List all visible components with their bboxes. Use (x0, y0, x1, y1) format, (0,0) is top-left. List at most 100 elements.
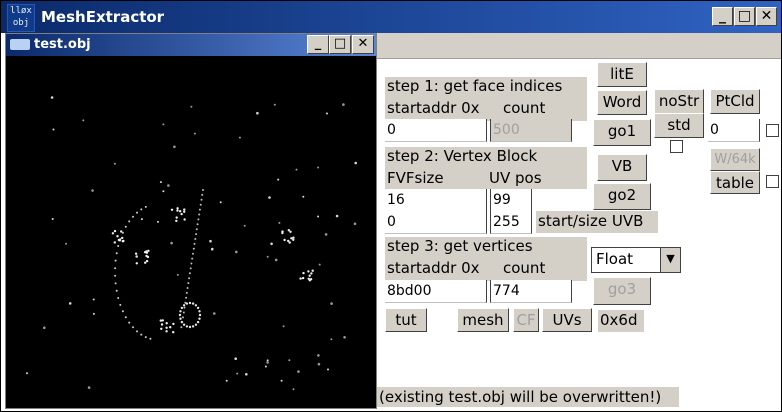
step1-count-input[interactable]: 500 (490, 119, 572, 142)
point (307, 270, 310, 273)
point (185, 296, 188, 299)
viewer-title: test.obj (34, 37, 91, 52)
point (287, 239, 290, 243)
point (266, 359, 269, 362)
point-cloud-canvas[interactable] (7, 57, 375, 407)
point (149, 337, 152, 340)
table-checkbox[interactable] (766, 175, 779, 188)
maximize-icon: □ (737, 8, 752, 24)
go3-button[interactable]: go3 (593, 277, 651, 305)
point (135, 255, 138, 258)
point (113, 241, 117, 244)
point (326, 112, 328, 115)
point (283, 238, 286, 242)
lite-button[interactable]: litE (597, 62, 647, 87)
ptcld-button[interactable]: PtCld (710, 89, 760, 114)
point (202, 189, 204, 191)
point (191, 302, 195, 305)
point (140, 208, 143, 211)
ptcld-checkbox[interactable] (766, 124, 779, 137)
nostr-button[interactable]: noStr (654, 89, 704, 114)
point-cloud-viewport[interactable] (7, 57, 375, 407)
point (301, 276, 305, 280)
point (282, 325, 285, 328)
point (198, 317, 201, 320)
vb-button[interactable]: VB (597, 154, 647, 181)
toolbar-strip (377, 33, 781, 59)
point (192, 252, 194, 255)
uvs-button[interactable]: UVs (542, 308, 592, 332)
title-bar[interactable]: lløx obj MeshExtractor _ □ ✕ (1, 1, 781, 33)
uvb-label: start/size UVB (536, 211, 658, 233)
step3-count-label: count (503, 259, 546, 277)
point (190, 105, 193, 108)
mesh-button[interactable]: mesh (457, 308, 509, 332)
step3-label: step 3: get vertices (387, 237, 533, 255)
point (183, 208, 186, 211)
point (330, 302, 333, 305)
chevron-down-icon[interactable]: ▼ (660, 248, 680, 272)
point (310, 272, 313, 275)
point (176, 207, 179, 210)
viewer-minimize-button[interactable]: _ (307, 35, 329, 54)
point (186, 287, 189, 289)
point (128, 220, 131, 223)
ptcld-input[interactable]: 0 (708, 119, 760, 142)
viewer-maximize-button[interactable]: □ (329, 35, 351, 54)
viewer-close-button[interactable]: ✕ (352, 35, 374, 54)
point (182, 304, 186, 307)
minimize-button[interactable]: _ (712, 7, 733, 26)
point (162, 190, 165, 193)
point (188, 325, 192, 329)
point (245, 373, 248, 376)
uvpos-label: UV pos (489, 169, 542, 187)
point (195, 233, 198, 236)
overwrite-warning: (existing test.obj will be overwritten!) (377, 387, 679, 407)
uvpos-input[interactable]: 99 (490, 189, 532, 212)
point (213, 312, 216, 315)
point (330, 338, 333, 341)
close-icon: ✕ (760, 8, 773, 24)
point (172, 331, 175, 334)
format-select[interactable]: Float ▼ (591, 247, 681, 273)
point (180, 306, 184, 310)
close-button[interactable]: ✕ (756, 7, 777, 26)
step1-startaddr-input[interactable]: 0 (385, 119, 487, 142)
tut-button[interactable]: tut (385, 308, 427, 332)
point (161, 319, 164, 322)
point (179, 310, 182, 313)
point (225, 379, 228, 382)
step2-label: step 2: Vertex Block (387, 147, 538, 165)
std-button[interactable]: std (654, 113, 704, 138)
go1-button[interactable]: go1 (593, 119, 651, 146)
point (343, 336, 346, 339)
point (281, 230, 284, 233)
point (52, 128, 55, 131)
step3-count-input[interactable]: 774 (490, 280, 572, 303)
uvb-start-input[interactable]: 0 (385, 211, 487, 234)
std-checkbox[interactable] (670, 140, 683, 153)
point (136, 211, 138, 214)
hex-readout: 0x6d (598, 310, 644, 332)
go2-button[interactable]: go2 (593, 183, 651, 210)
point (165, 330, 168, 333)
point (324, 233, 328, 236)
step3-startaddr-input[interactable]: 8bd00 (385, 280, 487, 303)
point (266, 255, 269, 258)
uvb-size-input[interactable]: 255 (490, 211, 532, 234)
client-area: test.obj _ □ ✕ step 1: get face indices … (1, 33, 781, 411)
fvf-input[interactable]: 16 (385, 189, 487, 212)
w64k-button[interactable]: W/64k (710, 148, 760, 171)
point (113, 162, 116, 165)
point (196, 223, 199, 226)
point (117, 238, 121, 242)
point (120, 230, 123, 233)
cf-button[interactable]: CF (513, 308, 539, 332)
table-button[interactable]: table (710, 171, 760, 194)
step3-panel (385, 237, 587, 281)
point (121, 236, 124, 240)
word-button[interactable]: Word (597, 90, 647, 115)
maximize-button[interactable]: □ (734, 7, 755, 26)
point (113, 229, 117, 233)
viewer-title-bar[interactable]: test.obj _ □ ✕ (6, 34, 376, 56)
